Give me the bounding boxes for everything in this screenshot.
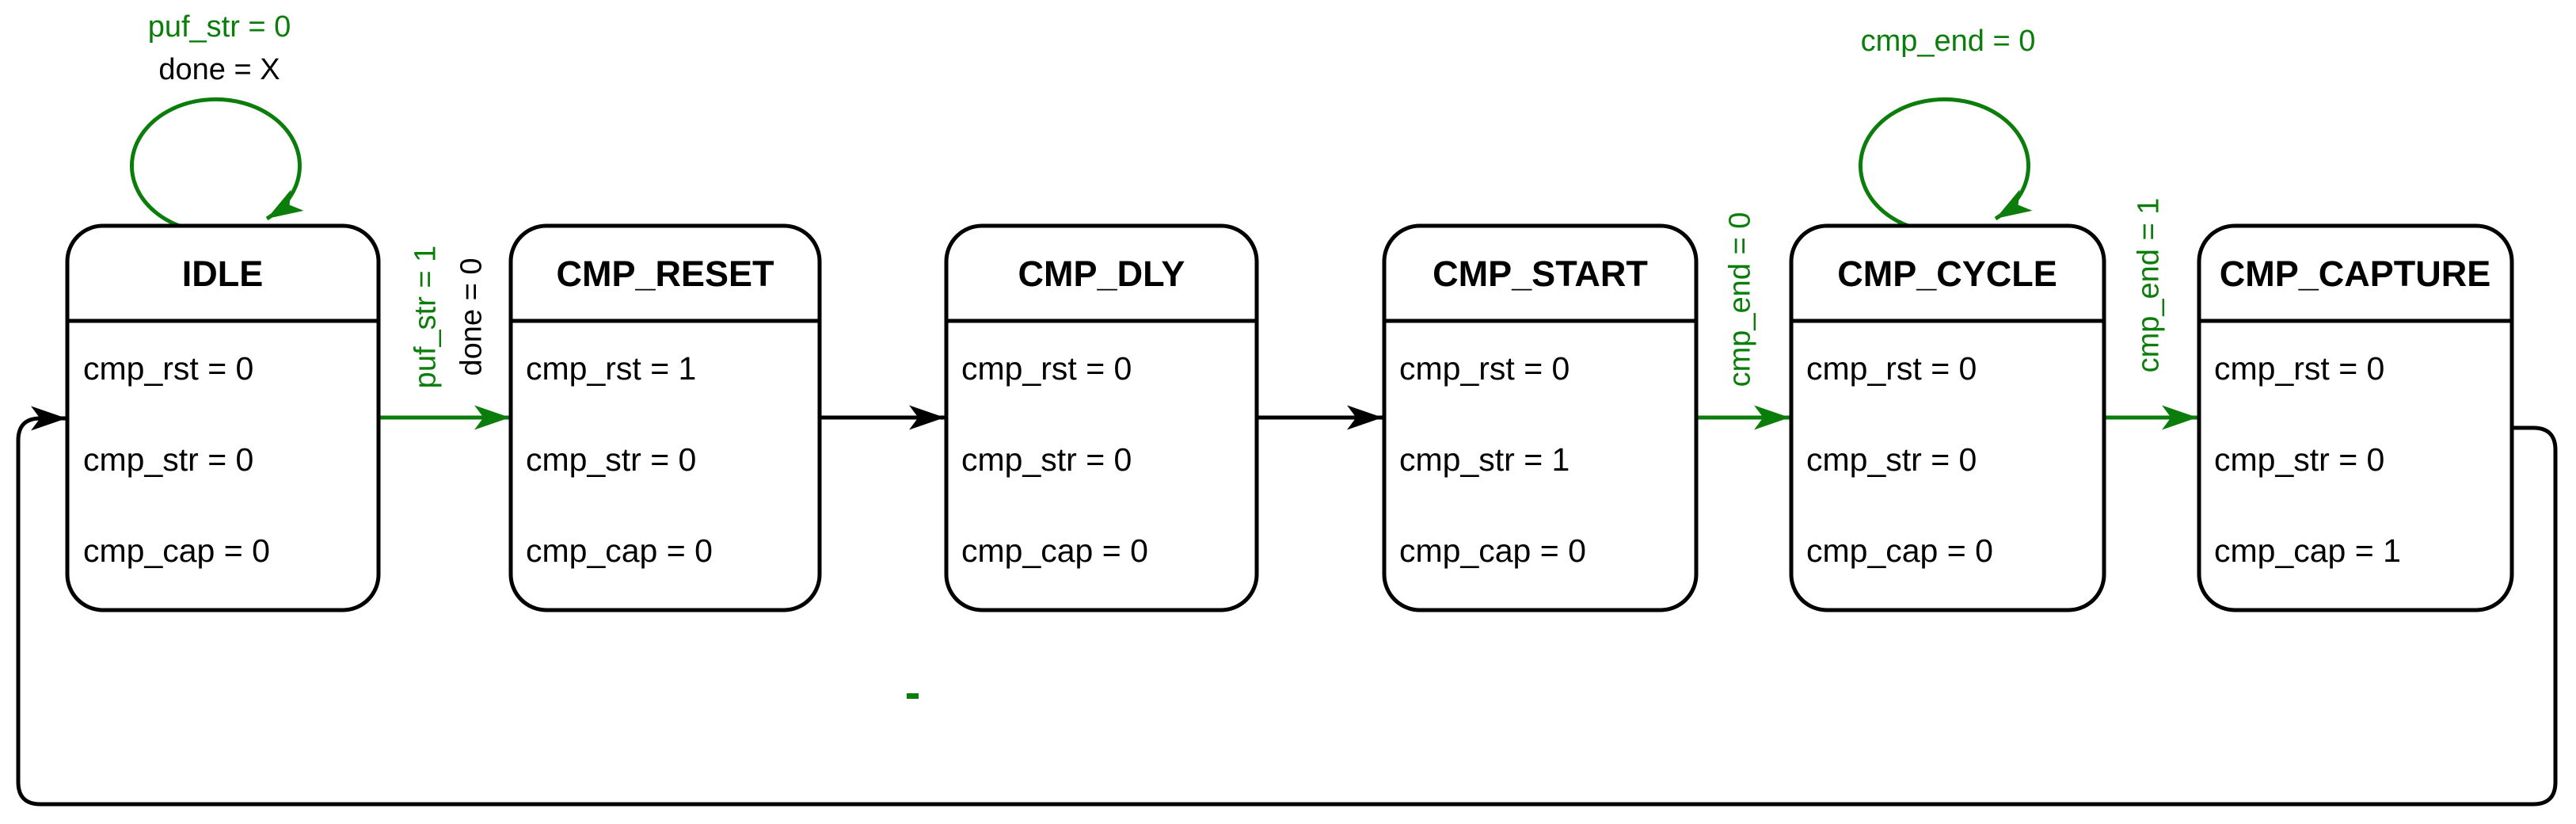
transition-label: puf_str = 1 xyxy=(409,246,442,389)
state-output: cmp_str = 1 xyxy=(1399,441,1570,478)
state-output: cmp_rst = 1 xyxy=(526,350,696,387)
self-loop-label: puf_str = 0 xyxy=(148,10,291,44)
state-title: CMP_RESET xyxy=(556,254,774,294)
state-output: cmp_rst = 0 xyxy=(961,350,1132,387)
state-output: cmp_str = 0 xyxy=(2214,441,2384,478)
state-node-cmp-start: CMP_START cmp_rst = 0 cmp_str = 1 cmp_ca… xyxy=(1382,223,1699,612)
transition-arrow-cmp-capture-to-idle xyxy=(16,406,2558,807)
transition-label: done = 0 xyxy=(455,258,488,376)
state-output: cmp_rst = 0 xyxy=(2214,350,2384,387)
state-output: cmp_rst = 0 xyxy=(1399,350,1570,387)
state-node-cmp-cycle: CMP_CYCLE cmp_rst = 0 cmp_str = 0 cmp_ca… xyxy=(1789,223,2106,612)
state-output: cmp_str = 0 xyxy=(1806,441,1977,478)
state-title: IDLE xyxy=(182,254,264,294)
transition-label: cmp_end = 0 xyxy=(1723,212,1756,387)
self-loop-label: cmp_end = 0 xyxy=(1861,25,2036,58)
state-output: cmp_str = 0 xyxy=(961,441,1132,478)
state-output: cmp_cap = 0 xyxy=(83,532,270,569)
state-title: CMP_CAPTURE xyxy=(2220,254,2491,294)
state-title: CMP_START xyxy=(1433,254,1648,294)
state-output: cmp_cap = 1 xyxy=(2214,532,2401,569)
state-output: cmp_cap = 0 xyxy=(1806,532,1993,569)
state-output: cmp_rst = 0 xyxy=(1806,350,1977,387)
state-output: cmp_cap = 0 xyxy=(961,532,1148,569)
state-node-cmp-reset: CMP_RESET cmp_rst = 1 cmp_str = 0 cmp_ca… xyxy=(508,223,822,612)
state-node-cmp-dly: CMP_DLY cmp_rst = 0 cmp_str = 0 cmp_cap … xyxy=(944,223,1259,612)
state-node-idle: IDLE cmp_rst = 0 cmp_str = 0 cmp_cap = 0 xyxy=(65,223,381,612)
self-loop-label: done = X xyxy=(158,53,280,86)
state-output: cmp_cap = 0 xyxy=(526,532,713,569)
state-output: cmp_str = 0 xyxy=(83,441,253,478)
self-loop-arrow-cmp-cycle xyxy=(1859,97,2033,230)
state-output: cmp_rst = 0 xyxy=(83,350,253,387)
state-title: CMP_CYCLE xyxy=(1837,254,2057,294)
state-node-cmp-capture: CMP_CAPTURE cmp_rst = 0 cmp_str = 0 cmp_… xyxy=(2197,223,2514,612)
stray-green-mark xyxy=(907,693,919,699)
transition-label: cmp_end = 1 xyxy=(2132,198,2165,373)
state-title: CMP_DLY xyxy=(1018,254,1185,294)
state-output: cmp_str = 0 xyxy=(526,441,696,478)
self-loop-arrow-idle xyxy=(130,97,304,230)
state-output: cmp_cap = 0 xyxy=(1399,532,1586,569)
